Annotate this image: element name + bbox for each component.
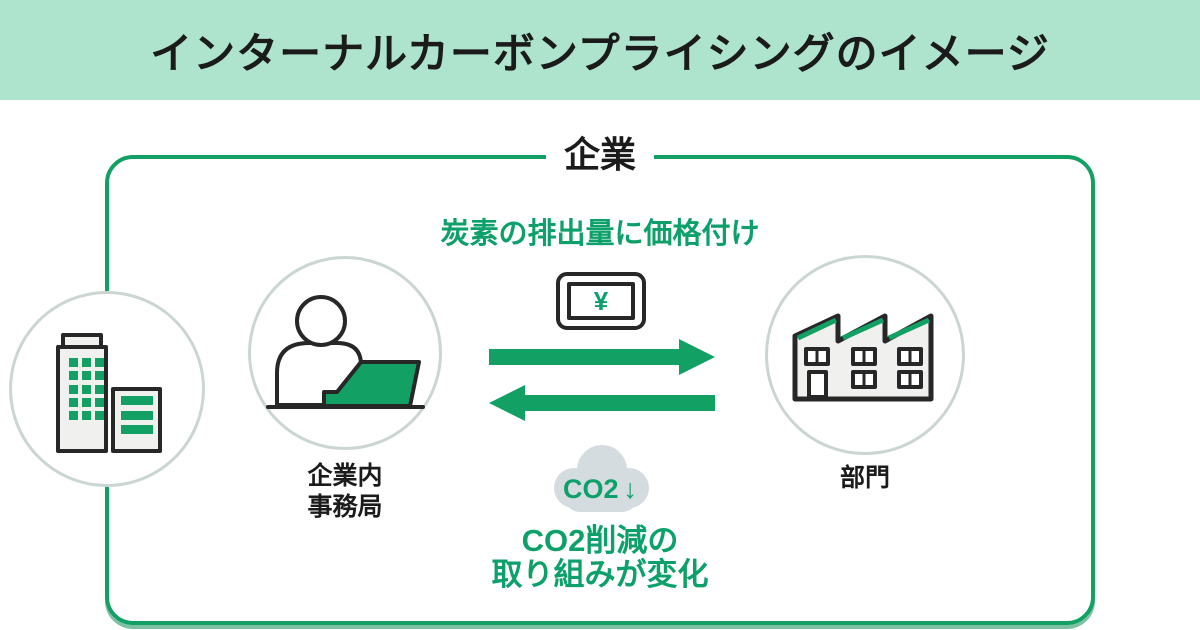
pricing-caption: 炭素の排出量に価格付け bbox=[440, 218, 760, 250]
factory-icon bbox=[792, 313, 934, 402]
co2-text: CO2 bbox=[562, 474, 619, 504]
company-circle bbox=[9, 291, 205, 487]
header-banner: インターナルカーボンプライシングのイメージ bbox=[0, 0, 1200, 100]
office-buildings-icon bbox=[56, 333, 162, 453]
secretariat-label: 企業内 事務局 bbox=[307, 462, 383, 521]
co2-cloud-icon bbox=[554, 445, 649, 512]
down-arrow-icon: ↓ bbox=[623, 474, 638, 504]
factory-roof-stripes bbox=[796, 317, 931, 341]
factory-door bbox=[807, 370, 828, 399]
department-label: 部門 bbox=[839, 464, 890, 492]
exchange-arrows bbox=[489, 339, 715, 421]
person-at-laptop-icon bbox=[266, 295, 425, 409]
building-windows bbox=[69, 358, 153, 434]
yen-symbol: ¥ bbox=[594, 286, 609, 316]
banknote-inner bbox=[567, 282, 635, 320]
factory-windows bbox=[804, 347, 923, 389]
arrow-left-icon bbox=[489, 385, 715, 421]
secretariat-circle bbox=[248, 256, 442, 450]
person-head bbox=[295, 295, 347, 347]
arrow-right-icon bbox=[489, 339, 715, 375]
department-circle bbox=[765, 255, 965, 455]
page-title: インターナルカーボンプライシングのイメージ bbox=[150, 29, 1050, 77]
yen-banknote-icon: ¥ bbox=[556, 272, 646, 330]
co2-change-caption: CO2削減の 取り組みが変化 bbox=[491, 523, 709, 592]
company-frame-label: 企業 bbox=[545, 132, 655, 178]
co2-cloud-label: CO2↓ bbox=[544, 474, 656, 505]
